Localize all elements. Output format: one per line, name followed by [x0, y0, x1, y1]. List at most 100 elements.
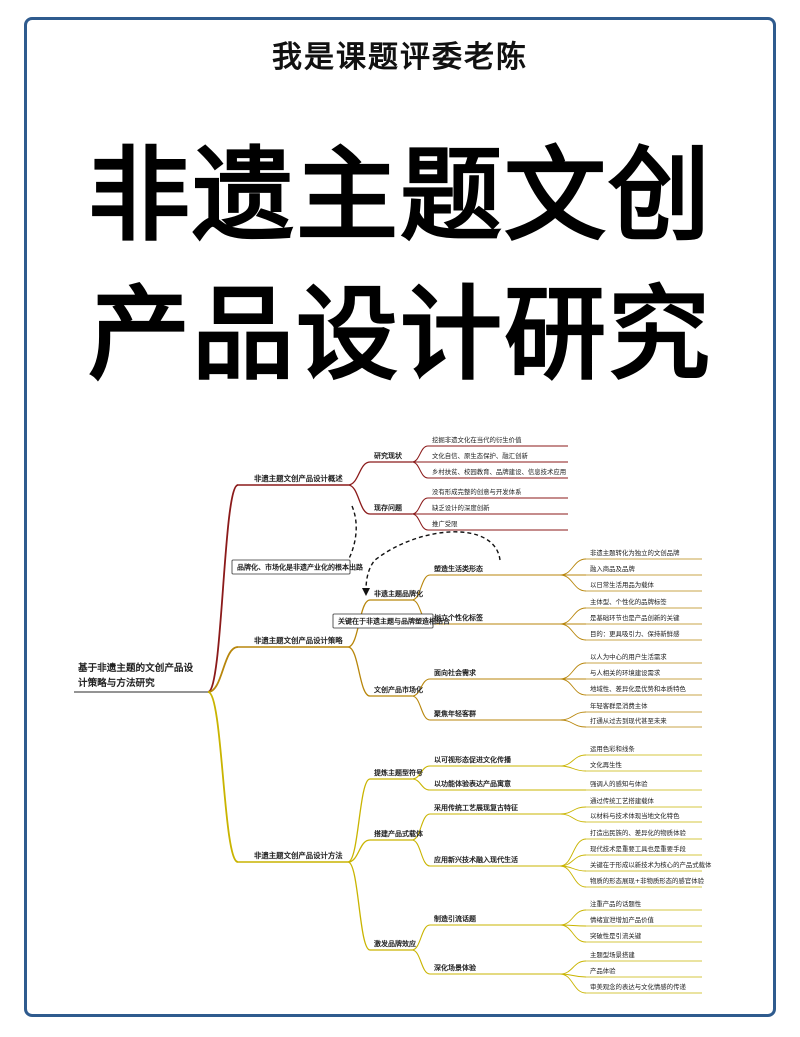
- link-line: [559, 719, 587, 728]
- leaf-label: 现代技术是重要工具也是重要手段: [590, 844, 686, 853]
- author-heading: 我是课题评委老陈: [272, 40, 528, 75]
- link-line: [559, 865, 587, 888]
- link-line: [559, 973, 587, 994]
- link-line: [411, 813, 431, 841]
- leaf-label: 文化自信、原生态保护、融汇创新: [432, 451, 528, 460]
- leaf-label: 挖掘非遗文化在当代的衍生价值: [432, 435, 522, 444]
- subtopic-label: 提炼主题型符号: [373, 768, 423, 777]
- leaf-label: 推广受限: [432, 519, 458, 528]
- leaf-label: 运用色彩和线条: [590, 744, 635, 753]
- leaf-label: 地域性、差异化是优势和本质特色: [590, 684, 686, 693]
- leaf-label: 目的：更具吸引力、保持新鲜感: [590, 629, 680, 638]
- leaf-label: 突破性是引流关键: [590, 931, 642, 940]
- topic-label: 树立个性化标签: [434, 613, 484, 622]
- leaf-label: 以日常生活用品为载体: [590, 580, 655, 589]
- topic-label: 聚焦年轻客群: [433, 709, 476, 718]
- title-line-1: 非遗主题文创: [88, 137, 712, 256]
- topic-label: 以功能体验表达产品寓意: [434, 779, 511, 788]
- link-line: [411, 765, 431, 780]
- link-line: [559, 924, 587, 943]
- link-line: [411, 949, 431, 975]
- link-line: [411, 839, 431, 867]
- leaf-label: 产品体验: [590, 966, 616, 975]
- topic-label: 以可视形态促进文化传播: [434, 755, 512, 764]
- link-line: [411, 924, 431, 951]
- annotation-note-2: 关键在于非遗主题与品牌塑造相结合: [338, 616, 451, 625]
- leaf-label: 缺乏设计的深度创新: [432, 503, 490, 512]
- page-frame: [24, 17, 776, 1017]
- title-line-2: 产品设计研究: [88, 276, 712, 395]
- leaf-label: 注重产品的话题性: [590, 899, 642, 908]
- root-label-line2: 计策略与方法研究: [78, 677, 155, 689]
- dashed-arrow-2: [365, 531, 501, 591]
- leaf-label: 乡村扶贫、校园教育、品牌建设、信息技术应用: [432, 467, 566, 476]
- link-line: [559, 854, 587, 867]
- subtopic-label: 现存问题: [374, 503, 403, 512]
- leaf-label: 是基础环节也是产品创新的关键: [590, 613, 680, 622]
- link-line: [347, 484, 371, 515]
- leaf-label: 关键在于形成以新技术为核心的产品式载体: [590, 860, 712, 869]
- leaf-label: 打造出民族的、差异化的物质体验: [590, 828, 686, 837]
- subtopic-label: 非遗主题品牌化: [374, 589, 423, 598]
- leaf-label: 审美观念的表达与文化情感的传递: [590, 982, 686, 991]
- root-label-line1: 基于非遗主题的文创产品设: [77, 662, 194, 674]
- annotation-note-1-box: [231, 559, 351, 575]
- link-line: [559, 813, 587, 823]
- topic-label: 塑造生活类形态: [434, 564, 483, 573]
- link-line: [411, 461, 429, 479]
- leaf-label: 主体型、个性化的品牌标签: [590, 597, 667, 606]
- leaf-label: 以人为中心的用户生活需求: [590, 652, 667, 661]
- leaf-label: 情绪宣泄增加产品价值: [590, 915, 655, 924]
- link-line: [411, 778, 431, 791]
- dashed-arrowhead-2: [362, 588, 370, 596]
- topic-label: 应用新兴技术融入现代生活: [434, 855, 518, 864]
- dashed-arrow-1: [344, 505, 357, 567]
- link-line: [347, 839, 371, 863]
- leaf-label: 主题型场景搭建: [590, 950, 635, 959]
- leaf-label: 以材料与技术体现当地文化特色: [590, 811, 680, 820]
- link-line: [207, 646, 239, 693]
- link-line: [559, 838, 587, 867]
- link-line: [559, 623, 587, 641]
- link-line: [411, 678, 431, 697]
- link-line: [559, 607, 587, 625]
- subtopic-label: 文创产品市场化: [374, 685, 423, 694]
- branch-label: 非遗主题文创产品设计策略: [254, 636, 343, 645]
- subtopic-label: 研究现状: [374, 451, 403, 460]
- topic-label: 制造引流话题: [434, 914, 477, 923]
- topic-label: 采用传统工艺展现复古特征: [433, 803, 518, 812]
- link-line: [559, 678, 587, 696]
- link-line: [347, 646, 371, 697]
- link-line: [411, 445, 429, 463]
- link-line: [411, 497, 429, 515]
- leaf-label: 与人相关的环境建设需求: [590, 668, 661, 677]
- link-line: [559, 662, 587, 680]
- annotation-note-1: 品牌化、市场化是非遗产业化的根本出路: [237, 562, 364, 571]
- link-line: [559, 806, 587, 815]
- link-line: [559, 754, 587, 767]
- link-line: [559, 574, 587, 592]
- link-line: [347, 778, 371, 863]
- leaf-label: 没有形成完整的创意与开发体系: [432, 487, 521, 496]
- link-line: [347, 461, 371, 486]
- leaf-label: 打通从过去到现代甚至未来: [590, 716, 667, 725]
- link-line: [207, 484, 239, 693]
- branch-label: 非遗主题文创产品设计概述: [254, 474, 343, 483]
- link-line: [207, 691, 239, 863]
- subtopic-label: 搭建产品式载体: [374, 829, 424, 838]
- leaf-label: 物质的形态展现+非物质形态的感官体验: [590, 876, 705, 885]
- link-line: [411, 574, 431, 601]
- branch-label: 非遗主题文创产品设计方法: [254, 851, 343, 860]
- link-line: [559, 909, 587, 926]
- leaf-label: 文化再生性: [590, 760, 623, 769]
- leaf-label: 非遗主题转化为独立的文创品牌: [590, 548, 680, 557]
- link-line: [559, 765, 587, 772]
- link-line: [559, 960, 587, 975]
- link-line: [411, 695, 431, 721]
- subtopic-label: 激发品牌效应: [374, 939, 416, 948]
- link-line: [411, 513, 429, 531]
- link-line: [559, 558, 587, 576]
- leaf-label: 通过传统工艺搭建载体: [590, 796, 655, 805]
